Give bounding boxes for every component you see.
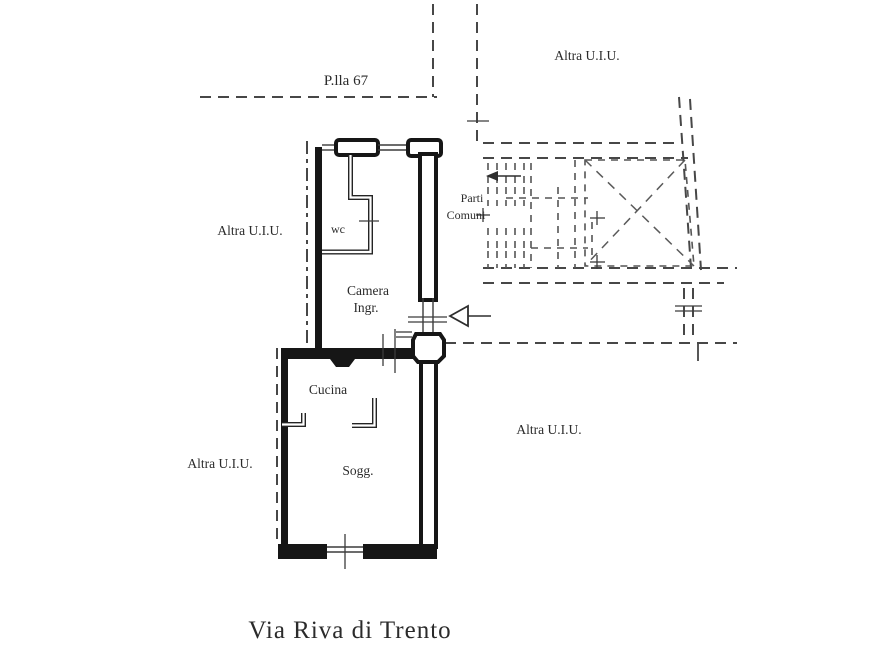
other-unit-top-label: Altra U.I.U. xyxy=(554,48,619,63)
upper-unit-top-pier xyxy=(334,138,380,157)
common-parts-label-line2: Comuni xyxy=(447,208,486,222)
apartment-walls xyxy=(278,138,447,569)
common-parts-label-line1: Parti xyxy=(461,191,484,205)
top-wall-flue-notch xyxy=(330,359,355,367)
other-unit-left-upper-label: Altra U.I.U. xyxy=(217,223,282,238)
room-label-soggiorno: Sogg. xyxy=(342,463,373,478)
junction-pillar xyxy=(411,332,446,364)
kitchen-partition xyxy=(282,398,377,428)
room-label-wc: wc xyxy=(331,222,345,236)
lower-unit-right-wall xyxy=(419,360,438,549)
common-area-right-line-2 xyxy=(689,98,702,271)
upper-unit-left-wall xyxy=(315,147,322,350)
stair-cross-tick xyxy=(476,208,490,222)
upper-unit-right-wall xyxy=(418,152,438,302)
staircase-hatching xyxy=(487,160,588,268)
bottom-wall-left xyxy=(278,544,327,559)
parcel-label: P.lla 67 xyxy=(324,73,369,89)
lower-unit-left-wall xyxy=(281,348,288,559)
room-label-cucina: Cucina xyxy=(309,382,347,397)
shaft-outline xyxy=(584,159,695,267)
room-label-ingresso: Ingr. xyxy=(353,300,378,315)
common-area-right-line-1 xyxy=(678,96,692,269)
other-unit-right-label: Altra U.I.U. xyxy=(516,422,581,437)
entrance-arrow-icon xyxy=(448,304,491,328)
labels: P.lla 67 Altra U.I.U. Altra U.I.U. Parti… xyxy=(187,48,619,644)
street-name-label: Via Riva di Trento xyxy=(248,617,451,644)
shaft-diagonal-2 xyxy=(584,159,686,267)
room-label-camera: Camera xyxy=(347,283,389,298)
lower-unit-top-wall xyxy=(281,348,413,359)
bottom-wall-right xyxy=(363,544,437,559)
shaft-x-cross xyxy=(584,159,695,269)
wc-partition xyxy=(322,155,379,255)
common-area xyxy=(476,96,737,361)
shaft-diagonal-1 xyxy=(584,159,695,267)
stair-direction-arrow-icon xyxy=(486,171,521,181)
parcel-boundaries xyxy=(200,4,737,546)
other-unit-left-lower-label: Altra U.I.U. xyxy=(187,456,252,471)
